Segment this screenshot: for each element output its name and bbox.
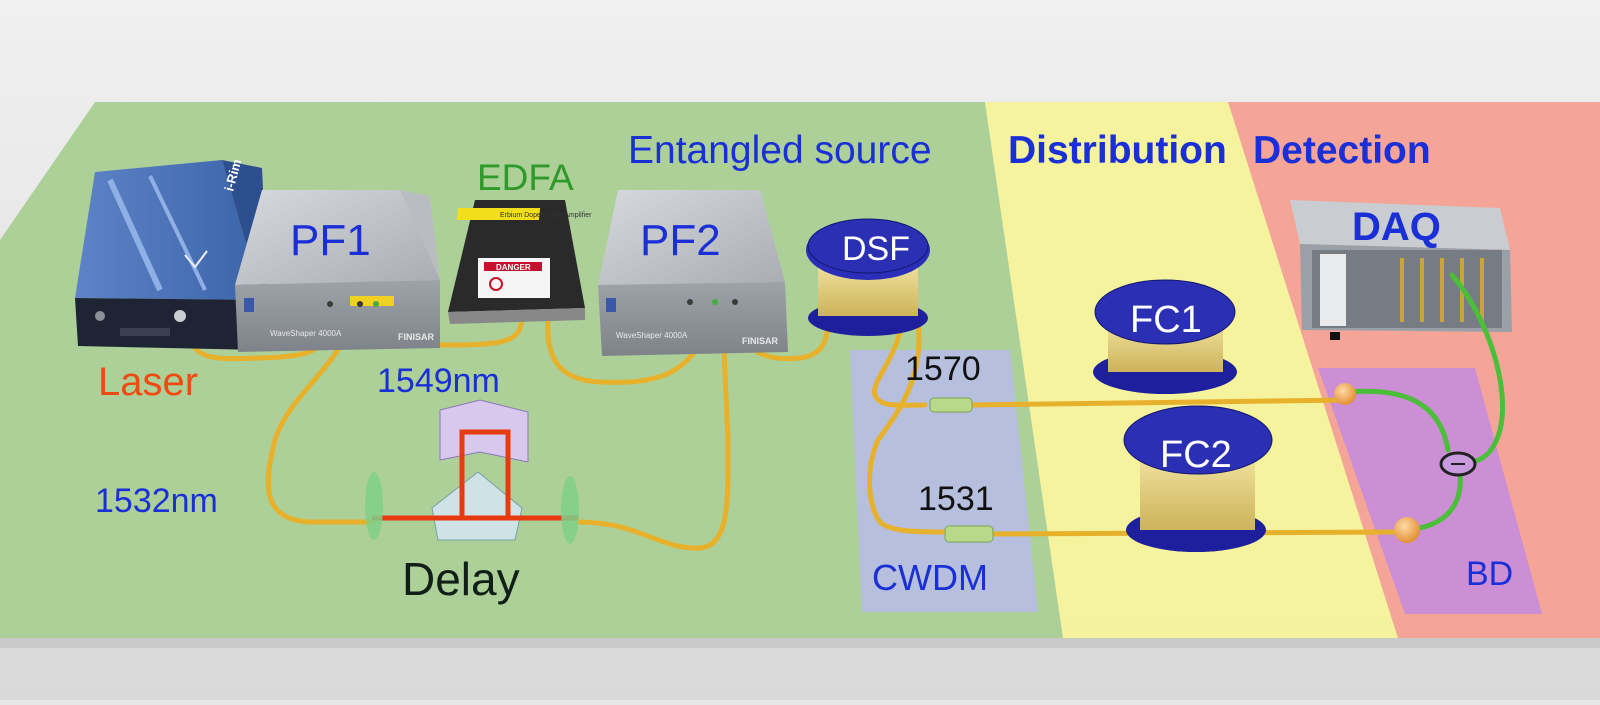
fc1-label: FC1 <box>1130 299 1202 341</box>
pf1-device: WaveShaper 4000A FINISAR <box>235 190 440 352</box>
component-labels: Laser PF1 EDFA PF2 DSF 1549nm 1532nm Del… <box>95 157 1513 605</box>
cwdm-coupler-1570 <box>929 397 973 413</box>
laser-device: i-Rim <box>75 158 268 350</box>
daq-cable <box>1449 272 1505 465</box>
wavelength-1549-label: 1549nm <box>377 362 500 400</box>
section-titles: Entangled source Distribution Detection <box>628 129 1431 172</box>
dsf-label: DSF <box>842 230 910 268</box>
pf2-brand-text: FINISAR <box>742 336 779 346</box>
pf2-model-text: WaveShaper 4000A <box>616 331 688 340</box>
bd-plate <box>1318 368 1542 614</box>
pf1-model-text: WaveShaper 4000A <box>270 329 342 338</box>
edfa-sticker-text: Erbium Doped Fiber Amplifier <box>500 212 592 219</box>
photodiode-1 <box>1334 383 1356 405</box>
fiber-1570-fc1 <box>969 397 1353 408</box>
edfa-label: EDFA <box>477 157 574 198</box>
fc2-spool <box>1123 405 1273 552</box>
delay-prism <box>431 471 523 541</box>
lens-left <box>365 472 383 540</box>
dsf-spool <box>806 218 930 336</box>
section-source-title: Entangled source <box>628 129 932 172</box>
cwdm-label: CWDM <box>872 557 988 598</box>
fiber-dsf-1531 <box>867 302 948 535</box>
det2-to-subtractor <box>1417 471 1463 531</box>
fc2-label: FC2 <box>1160 434 1232 476</box>
balanced-detector <box>1334 383 1477 543</box>
cwdm-couplers <box>929 397 994 543</box>
channel-1570-label: 1570 <box>905 350 981 388</box>
lens-right <box>561 476 579 544</box>
fc1-spool <box>1093 279 1237 394</box>
edfa-device: Erbium Doped Fiber Amplifier DANGER <box>448 200 592 324</box>
laser-label: Laser <box>98 360 198 404</box>
daq-device <box>1290 200 1512 340</box>
channel-1531-label: 1531 <box>918 480 994 518</box>
fiber-delay-out <box>575 302 731 551</box>
cwdm-coupler-1531 <box>944 525 994 543</box>
daq-label: DAQ <box>1352 205 1441 249</box>
delay-optics <box>365 399 579 544</box>
bd-label: BD <box>1466 555 1513 593</box>
free-space-beam <box>372 429 578 521</box>
pf1-label: PF1 <box>290 216 371 265</box>
detection-cables <box>1347 272 1505 531</box>
zones <box>0 102 1600 648</box>
pf2-label: PF2 <box>640 216 721 265</box>
det1-to-subtractor <box>1347 388 1451 453</box>
danger-text: DANGER <box>496 263 531 272</box>
delay-label: Delay <box>402 553 520 605</box>
photodiode-2 <box>1394 517 1420 543</box>
section-detection-title: Detection <box>1253 129 1431 172</box>
pf1-brand-text: FINISAR <box>398 332 435 342</box>
pf2-device: WaveShaper 4000A FINISAR <box>598 190 788 356</box>
section-distribution-title: Distribution <box>1008 129 1227 172</box>
wavelength-1532-label: 1532nm <box>95 482 218 520</box>
